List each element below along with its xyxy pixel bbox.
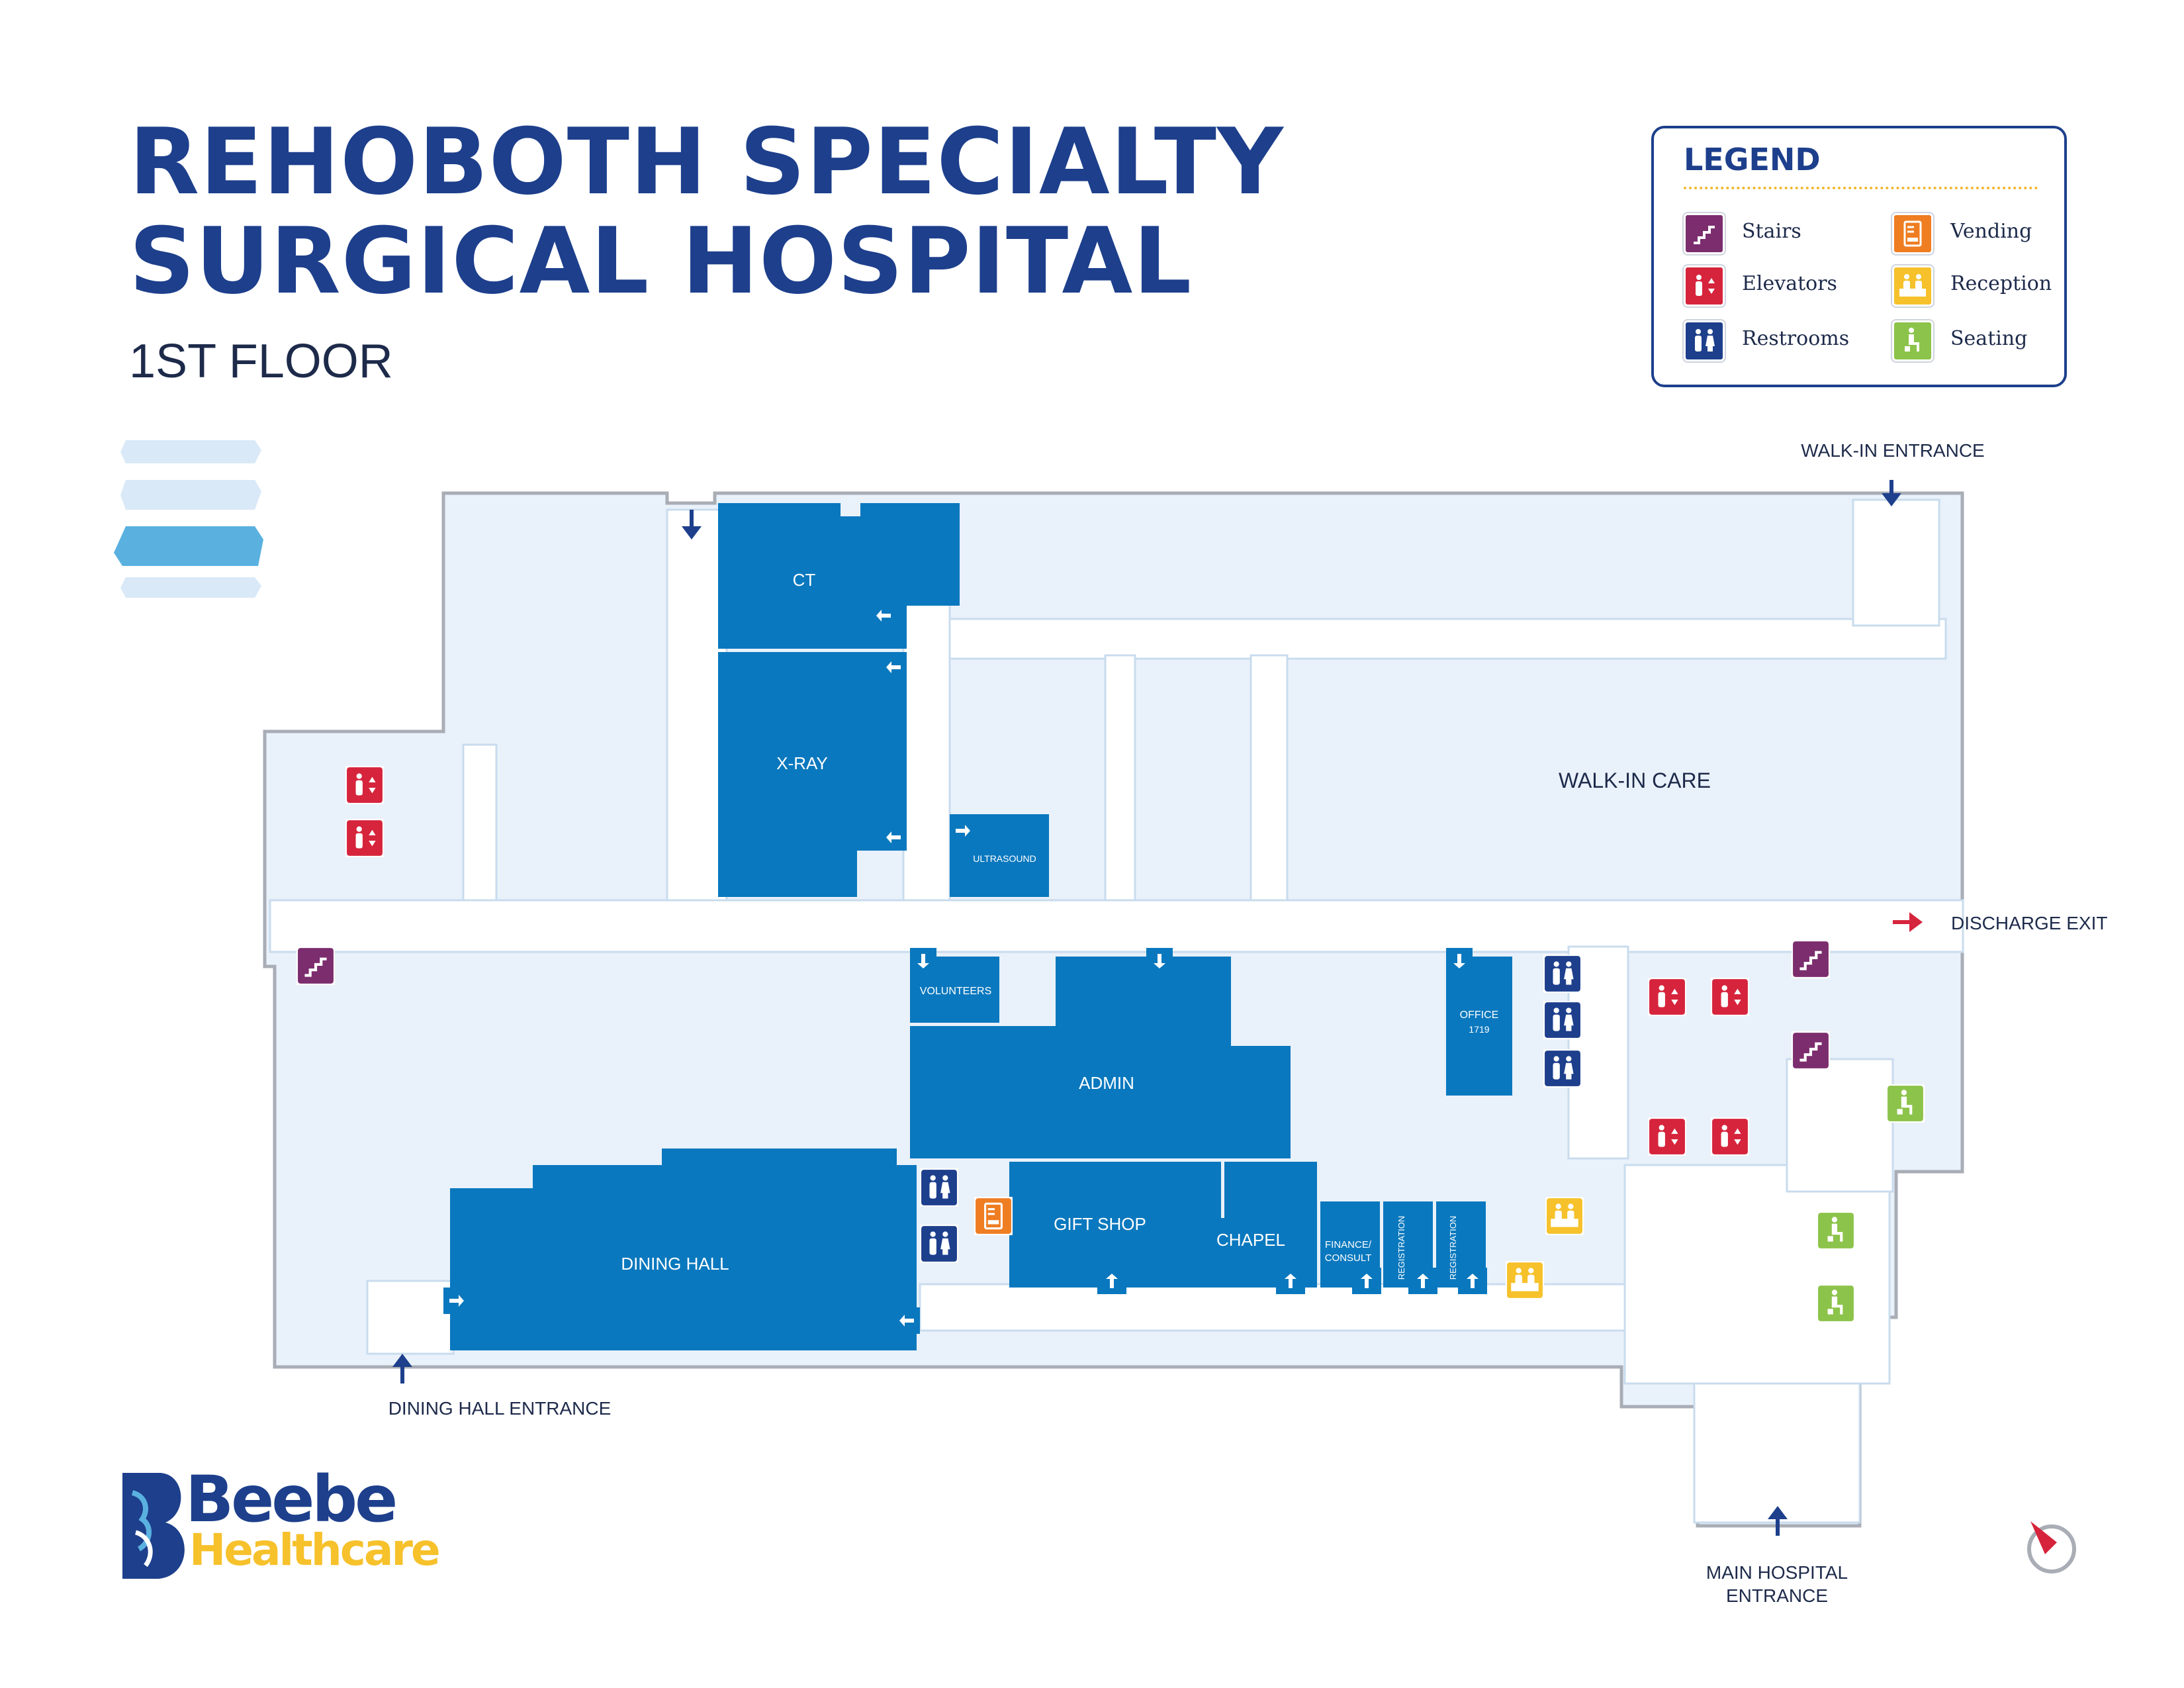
restroom-icon: [1543, 1049, 1582, 1088]
elevator-icon: [1684, 265, 1725, 306]
label-walkin-care: WALK-IN CARE: [1559, 769, 1711, 792]
dining-entrance-arrow: [392, 1354, 412, 1383]
restroom-icon: [920, 1168, 958, 1207]
seating-icon: [1817, 1211, 1855, 1250]
title-line-1: REHOBOTH SPECIALTY: [129, 109, 1284, 215]
legend-label-seating: Seating: [1950, 327, 2028, 350]
current-floor-marker: [114, 526, 263, 566]
corridors: [269, 498, 1964, 1524]
title-line-2: SURGICAL HOSPITAL: [129, 208, 1193, 314]
elevator-icon: [345, 766, 384, 804]
label-discharge-exit: DISCHARGE EXIT: [1951, 913, 2107, 933]
label-ultrasound: ULTRASOUND: [973, 853, 1036, 864]
discharge-exit-arrow: [1893, 912, 1923, 932]
stairs-icon: [1792, 940, 1830, 978]
room-ct-annex: [907, 503, 960, 606]
floor-stack-indicator: [114, 440, 263, 598]
room-entry-arrows: [443, 602, 1487, 1334]
room-chapel: [1181, 1162, 1317, 1288]
reception-icon: [1545, 1197, 1584, 1235]
restroom-icon: [1543, 955, 1582, 993]
rooms: [450, 503, 1512, 1350]
beebe-hands-icon: [122, 1473, 185, 1579]
elevator-icon: [1648, 978, 1686, 1016]
label-dining-hall: DINING HALL: [621, 1254, 729, 1274]
legend-divider: [1684, 187, 2038, 189]
stairs-icon: [296, 947, 335, 985]
label-main-entrance-2: ENTRANCE: [1726, 1585, 1828, 1606]
stairs-icon: [1792, 1031, 1830, 1070]
label-walkin-entrance: WALK-IN ENTRANCE: [1801, 440, 1984, 461]
walkin-entrance-arrow: [1882, 480, 1901, 506]
label-office: OFFICE: [1460, 1009, 1499, 1021]
seating-icon: [1892, 320, 1933, 361]
elevator-icon: [1648, 1117, 1686, 1156]
restroom-icon: [1684, 320, 1725, 361]
room-ct: [718, 503, 960, 649]
main-entrance-arrow: [1768, 1506, 1788, 1536]
logo-subtitle: Healthcare: [189, 1524, 441, 1575]
reception-icon: [1506, 1261, 1544, 1299]
legend-label-stairs: Stairs: [1742, 220, 1801, 243]
elevator-icon: [1711, 978, 1749, 1016]
hospital-title: REHOBOTH SPECIALTY SURGICAL HOSPITAL: [129, 113, 1284, 311]
label-registration-1: REGISTRATION: [1396, 1216, 1406, 1280]
label-registration-2: REGISTRATION: [1448, 1216, 1458, 1280]
room-admin: [910, 957, 1291, 1158]
label-main-entrance-1: MAIN HOSPITAL: [1706, 1562, 1848, 1583]
floor-label: 1ST FLOOR: [129, 335, 393, 388]
compass-icon: [2027, 1521, 2076, 1573]
label-dining-entrance: DINING HALL ENTRANCE: [388, 1398, 612, 1419]
label-finance: FINANCE/: [1325, 1239, 1372, 1250]
label-gift-shop: GIFT SHOP: [1054, 1214, 1146, 1234]
restroom-icon: [920, 1225, 958, 1263]
label-ct: CT: [793, 570, 816, 590]
stairs-icon: [1684, 213, 1725, 254]
room-dining-hall: [450, 1149, 917, 1350]
label-volunteers: VOLUNTEERS: [920, 986, 991, 997]
legend-title: LEGEND: [1684, 142, 1821, 177]
upper-passage-arrow: [682, 510, 702, 539]
legend-label-reception: Reception: [1950, 272, 2052, 295]
restroom-icon: [1543, 1001, 1582, 1039]
entrance-arrows: [392, 480, 1923, 1536]
vending-icon: [974, 1197, 1013, 1235]
label-chapel: CHAPEL: [1216, 1230, 1285, 1250]
reception-icon: [1892, 265, 1933, 306]
seating-icon: [1817, 1284, 1855, 1323]
logo-name: Beebe: [185, 1462, 398, 1536]
beebe-healthcare-logo: Beebe Healthcare: [119, 1462, 441, 1585]
room-office-1719: [1446, 957, 1512, 1096]
label-office-number: 1719: [1469, 1024, 1489, 1035]
label-admin: ADMIN: [1079, 1073, 1134, 1093]
elevator-icon: [1711, 1117, 1749, 1156]
legend-label-vending: Vending: [1950, 220, 2032, 243]
label-consult: CONSULT: [1325, 1252, 1372, 1264]
room-xray: [718, 652, 907, 897]
legend-panel: LEGEND Stairs Elevators Restrooms Vendin…: [1651, 126, 2067, 387]
seating-icon: [1886, 1084, 1925, 1123]
legend-label-restrooms: Restrooms: [1742, 327, 1850, 350]
legend-label-elevators: Elevators: [1742, 272, 1837, 295]
label-xray: X-RAY: [776, 753, 828, 773]
elevator-icon: [345, 819, 384, 857]
vending-icon: [1892, 213, 1933, 254]
